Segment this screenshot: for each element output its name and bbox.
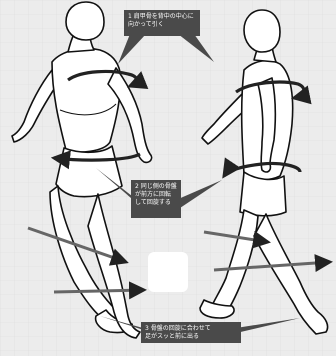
leg-motion-line-left-2: [54, 290, 144, 292]
callout-shoulder-text: 1 肩甲骨を背中の中心に 向かって引く: [124, 10, 200, 36]
callout-pelvis-text: 2 同じ側の骨盤 が前方に回転 して回旋する: [131, 180, 181, 218]
blurred-patch: [148, 252, 188, 292]
callout-foot-text: 3 骨盤の回旋に合わせて 足がスッと前に出る: [141, 322, 241, 343]
